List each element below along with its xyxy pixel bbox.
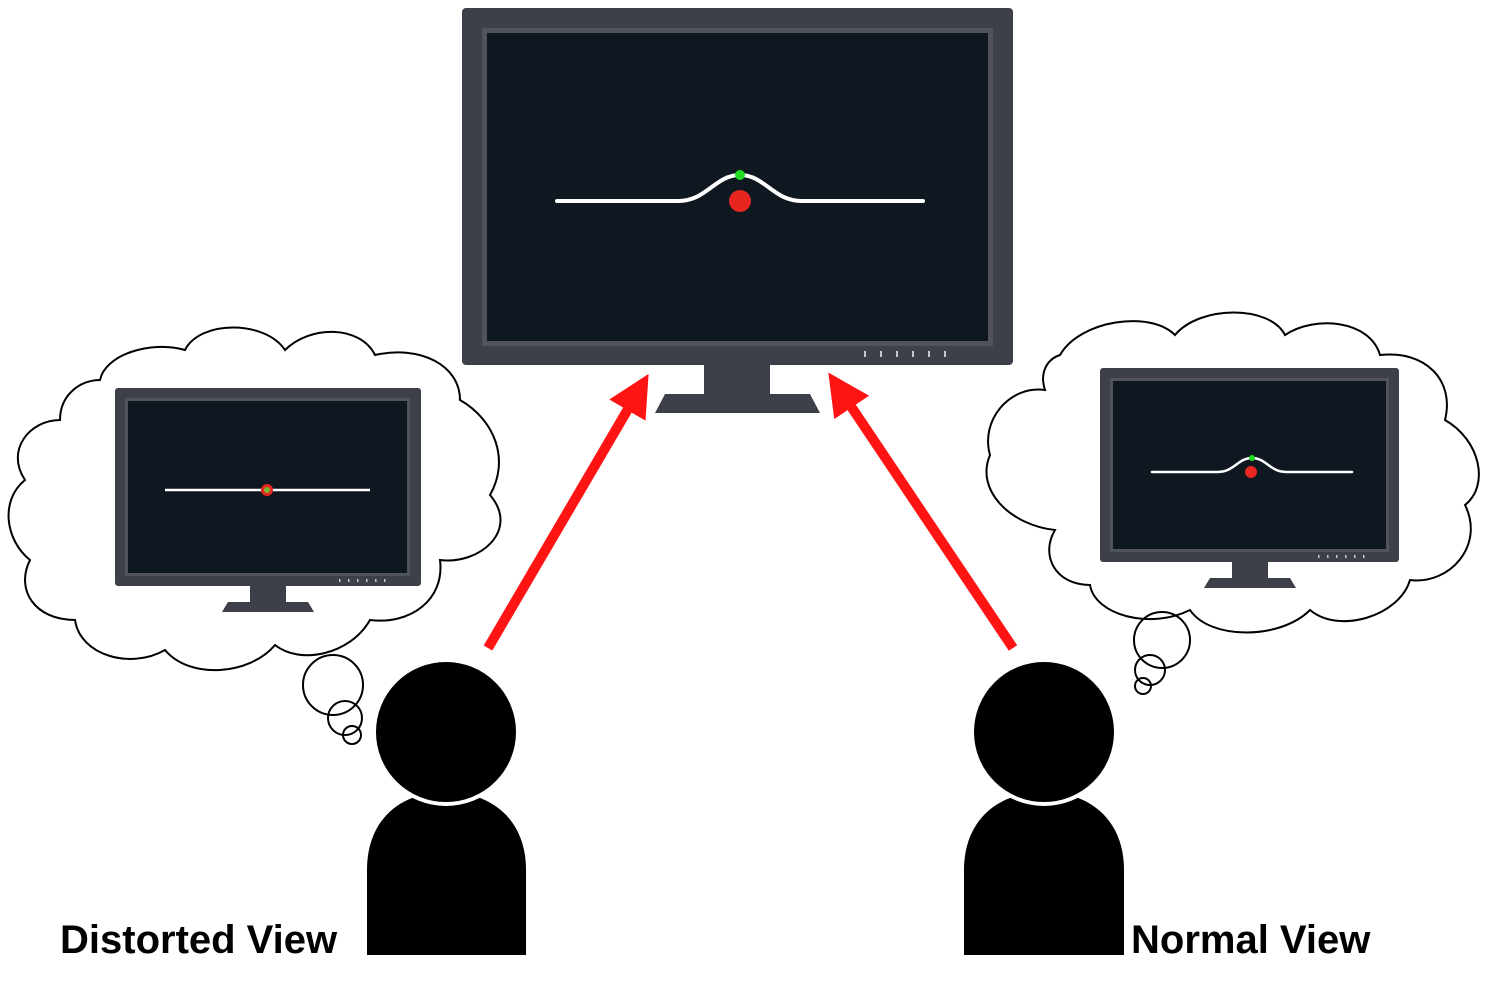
right-person-body — [964, 792, 1124, 955]
right-monitor-base — [1204, 578, 1296, 588]
right-thought-circle-small — [1134, 677, 1152, 695]
main-monitor-screen — [487, 33, 988, 341]
left-thought-circle-small — [342, 725, 362, 745]
left-person-head — [372, 658, 520, 806]
left-cursor-dot — [264, 487, 270, 493]
main-monitor — [462, 8, 1013, 413]
right-monitor-buttons — [1318, 555, 1365, 558]
distorted-view-label: Distorted View — [60, 918, 338, 962]
left-monitor-buttons — [339, 579, 386, 582]
right-monitor-neck — [1232, 562, 1268, 578]
right-cursor-dot — [1249, 455, 1255, 461]
normal-view-label: Normal View — [1131, 918, 1371, 962]
main-monitor-base — [655, 394, 820, 413]
right-monitor — [1100, 368, 1399, 588]
left-thought-circle-medium — [327, 700, 363, 736]
right-thought-circle-large — [1133, 611, 1191, 669]
right-monitor-screen — [1113, 381, 1386, 549]
left-thought-circle-large — [302, 654, 364, 716]
main-monitor-buttons — [864, 351, 946, 357]
main-target-dot — [729, 190, 751, 212]
left-person-silhouette-icon — [367, 658, 526, 955]
right-person-silhouette-icon — [964, 658, 1124, 955]
main-cursor-dot — [735, 170, 745, 180]
left-monitor — [115, 388, 421, 612]
left-monitor-neck — [250, 586, 286, 602]
main-monitor-neck — [704, 365, 770, 395]
left-arrow-icon — [483, 373, 649, 651]
left-person-body — [367, 792, 526, 955]
right-person-head — [970, 658, 1118, 806]
left-monitor-base — [222, 602, 314, 612]
right-arrow-icon — [828, 372, 1018, 651]
right-target-dot — [1245, 466, 1257, 478]
